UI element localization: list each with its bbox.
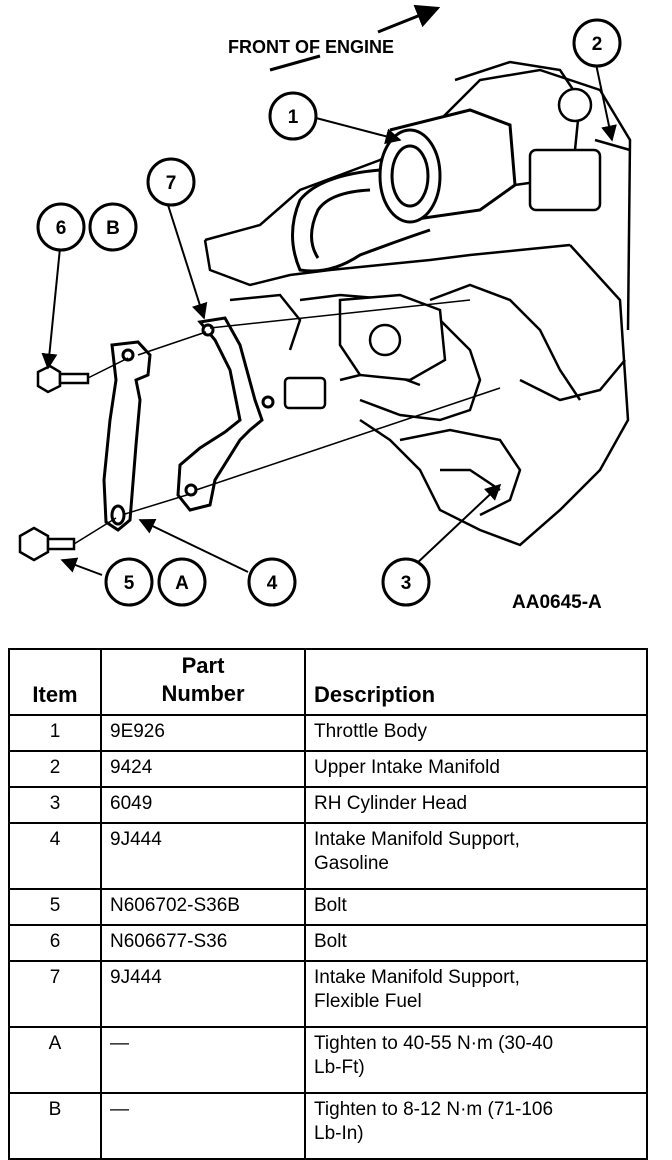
- description-line1: Tighten to 8-12 N·m (71-106: [314, 1099, 554, 1120]
- front-of-engine-indicator: FRONT OF ENGINE: [228, 4, 441, 72]
- svg-text:6: 6: [56, 218, 67, 239]
- svg-text:3: 3: [401, 573, 412, 594]
- cell-part-number: 9424: [100, 750, 306, 788]
- throttle-body: [378, 108, 517, 224]
- callout-6: 6: [36, 202, 86, 252]
- header-item: Item: [8, 648, 102, 716]
- bolt-item-6: [36, 364, 90, 394]
- assembly-lines: [73, 299, 501, 545]
- svg-text:5: 5: [124, 573, 135, 594]
- cell-description: Bolt: [304, 888, 648, 926]
- svg-text:2: 2: [592, 34, 603, 55]
- upper-intake-manifold: [454, 60, 631, 212]
- cell-part-number: N606677-S36: [100, 924, 306, 962]
- table-row: 7 9J444 Intake Manifold Support, Flexibl…: [8, 960, 648, 1028]
- egr-valve: [283, 293, 447, 410]
- table-row: 2 9424 Upper Intake Manifold: [8, 750, 648, 788]
- header-part-line1: Part: [181, 653, 225, 678]
- cell-part-number: 9J444: [100, 960, 306, 1028]
- cell-description: Intake Manifold Support, Gasoline: [304, 822, 648, 890]
- description-line1: Intake Manifold Support,: [314, 829, 520, 850]
- header-description: Description: [304, 648, 648, 716]
- callout-7: 7: [146, 157, 196, 207]
- cell-part-number: N606702-S36B: [100, 888, 306, 926]
- cell-item: 3: [8, 786, 102, 824]
- cell-item: A: [8, 1026, 102, 1094]
- cell-part-number: 9J444: [100, 822, 306, 890]
- description-line2: Lb-Ft): [314, 1057, 365, 1078]
- vacuum-hose: [291, 168, 431, 273]
- cell-description: Intake Manifold Support, Flexible Fuel: [304, 960, 648, 1028]
- front-of-engine-label: FRONT OF ENGINE: [228, 37, 394, 57]
- cell-description: Upper Intake Manifold: [304, 750, 648, 788]
- support-bracket-flexible-fuel: [176, 316, 275, 512]
- cell-item: B: [8, 1092, 102, 1160]
- table-row: 4 9J444 Intake Manifold Support, Gasolin…: [8, 822, 648, 890]
- figure-code: AA0645-A: [512, 592, 602, 613]
- cell-part-number: 9E926: [100, 714, 306, 752]
- bolt-item-5: [18, 526, 76, 562]
- svg-text:1: 1: [288, 107, 299, 128]
- cell-item: 6: [8, 924, 102, 962]
- cell-description: Tighten to 40-55 N·m (30-40 Lb-Ft): [304, 1026, 648, 1094]
- description-line2: Lb-In): [314, 1123, 364, 1144]
- svg-text:7: 7: [166, 173, 177, 194]
- description-line2: Gasoline: [314, 853, 389, 874]
- cell-part-number: 6049: [100, 786, 306, 824]
- table-row: 5 N606702-S36B Bolt: [8, 888, 648, 926]
- table-row: 6 N606677-S36 Bolt: [8, 924, 648, 962]
- table-row: B — Tighten to 8-12 N·m (71-106 Lb-In): [8, 1092, 648, 1160]
- table-row: A — Tighten to 40-55 N·m (30-40 Lb-Ft): [8, 1026, 648, 1094]
- table-header-row: Item Part Number Description: [8, 648, 648, 716]
- exploded-view-diagram: FRONT OF ENGINE: [18, 4, 632, 613]
- callout-B: B: [88, 202, 138, 252]
- description-line1: Intake Manifold Support,: [314, 967, 520, 988]
- cell-item: 1: [8, 714, 102, 752]
- callout-1: 1: [268, 91, 318, 141]
- callout-3: 3: [381, 557, 431, 607]
- parts-table: Item Part Number Description 1 9E926 Thr…: [8, 648, 648, 1160]
- svg-text:4: 4: [267, 573, 278, 594]
- callout-4: 4: [247, 557, 297, 607]
- cell-description: Tighten to 8-12 N·m (71-106 Lb-In): [304, 1092, 648, 1160]
- header-part-line2: Number: [161, 681, 245, 706]
- support-bracket-gasoline: [102, 340, 152, 532]
- description-line1: Tighten to 40-55 N·m (30-40: [314, 1033, 554, 1054]
- cell-item: 4: [8, 822, 102, 890]
- table-row: 1 9E926 Throttle Body: [8, 714, 648, 752]
- cell-item: 7: [8, 960, 102, 1028]
- cell-description: RH Cylinder Head: [304, 786, 648, 824]
- cell-item: 2: [8, 750, 102, 788]
- header-part-number: Part Number: [100, 648, 306, 716]
- cell-description: Bolt: [304, 924, 648, 962]
- svg-text:B: B: [106, 218, 120, 239]
- callout-5: 5: [104, 557, 154, 607]
- cell-part-number: —: [100, 1026, 306, 1094]
- callout-2: 2: [572, 18, 622, 68]
- cell-description: Throttle Body: [304, 714, 648, 752]
- leader-lines: [41, 63, 617, 576]
- cell-part-number: —: [100, 1092, 306, 1160]
- table-row: 3 6049 RH Cylinder Head: [8, 786, 648, 824]
- svg-text:A: A: [175, 573, 189, 594]
- description-line2: Flexible Fuel: [314, 991, 422, 1012]
- cell-item: 5: [8, 888, 102, 926]
- callout-A: A: [157, 557, 207, 607]
